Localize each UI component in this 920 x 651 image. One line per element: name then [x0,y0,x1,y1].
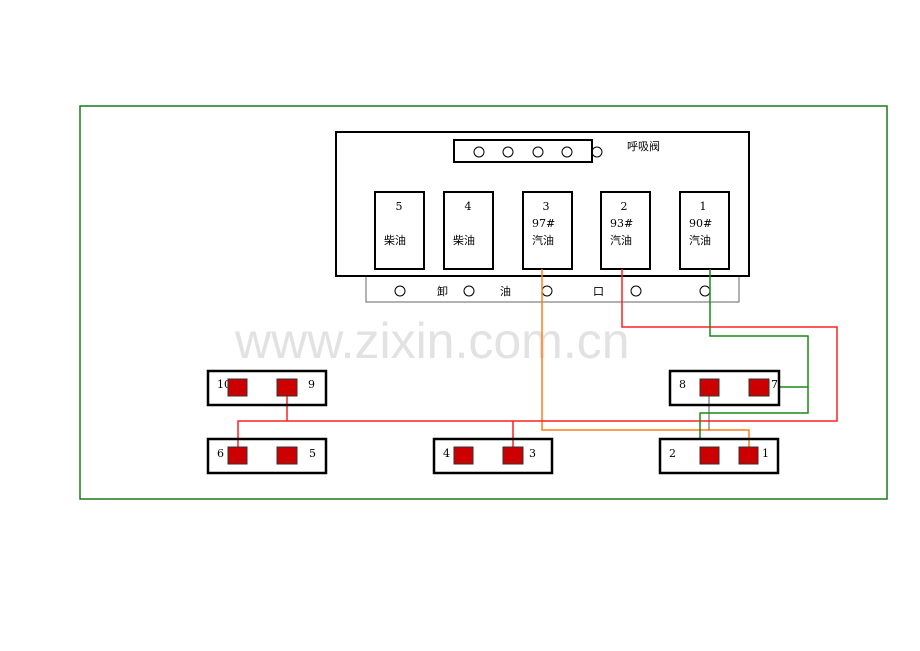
vent-valves [473,146,603,158]
tank-fuel: 柴油 [384,233,406,247]
tank-number: 3 [543,200,550,213]
tank-1: 1 90# 汽油 [679,191,730,270]
nozzle-number: 5 [309,447,316,460]
vent-valve [502,146,514,158]
nozzle [738,446,759,465]
nozzle [453,446,474,465]
tank-3: 3 97# 汽油 [522,191,573,270]
nozzle [276,378,298,397]
dispenser-2-1: 2 1 [658,437,780,475]
dispenser-10-9: 10 9 [206,369,328,407]
vent-valve [561,146,573,158]
unload-label: 口 [593,285,604,298]
nozzle [748,378,770,397]
vent-valve [532,146,544,158]
nozzle-number: 9 [308,378,315,391]
outer-frame [79,105,888,500]
tank-grade: 97# [532,217,555,230]
dispenser-6-5: 6 5 [206,437,328,475]
nozzle-number: 4 [443,447,450,460]
nozzle [502,446,524,465]
tank-fuel: 汽油 [532,233,554,247]
tank-number: 1 [700,200,707,213]
tank-2: 2 93# 汽油 [600,191,651,270]
nozzle [699,378,720,397]
pipe-90-green [699,269,809,440]
nozzle [227,446,248,465]
nozzle-number: 1 [762,447,769,460]
tank-number: 2 [621,200,628,213]
vent-label: 呼吸阀 [627,139,660,153]
tank-fuel: 柴油 [453,233,475,247]
unload-label: 卸 [437,284,448,298]
nozzle [699,446,720,465]
tank-5: 5 柴油 [374,191,425,270]
nozzle-number: 8 [679,378,686,391]
vent-box [453,139,593,163]
unload-port [463,285,475,297]
nozzle-number: 6 [217,447,224,460]
vent-valve [591,146,603,158]
tank-number: 4 [465,200,472,213]
tank-grade: 90# [689,217,712,230]
unload-port [630,285,642,297]
pipe-93-red [237,269,838,448]
dispenser-8-7: 8 7 [668,369,781,407]
dispenser-4-3: 4 3 [432,437,554,475]
nozzle [227,378,248,397]
tank-fuel: 汽油 [689,233,711,247]
tank-number: 5 [396,200,403,213]
vent-valve [473,146,485,158]
unload-port [394,285,406,297]
watermark: www.zixin.com.cn [234,313,630,369]
unload-label: 油 [500,284,511,298]
nozzle-number: 7 [771,378,778,391]
nozzle-number: 2 [669,447,676,460]
tank-4: 4 柴油 [443,191,494,270]
nozzle [276,446,298,465]
tank-fuel: 汽油 [610,233,632,247]
tank-grade: 93# [610,217,633,230]
nozzle-number: 3 [529,447,536,460]
